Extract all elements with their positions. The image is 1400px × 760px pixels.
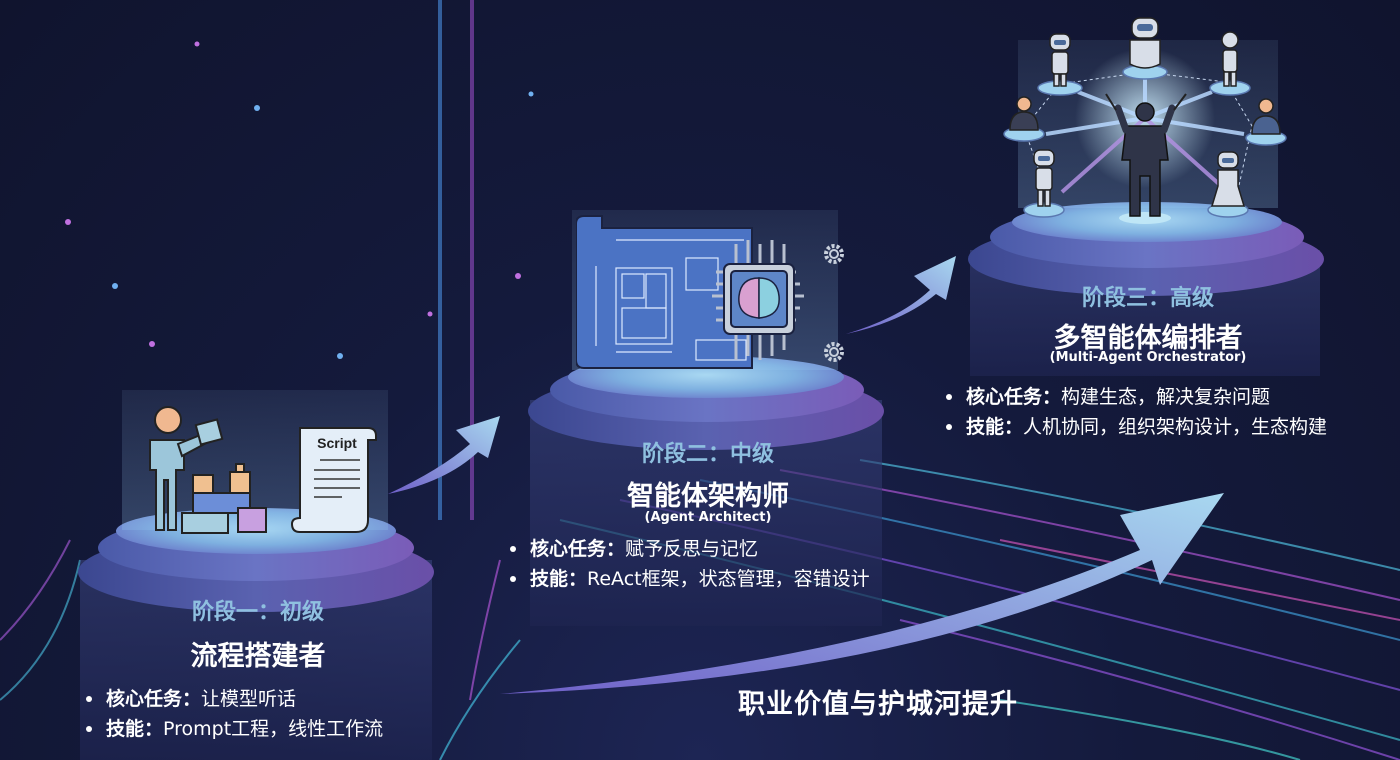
blueprint-ai-chip-illustration — [576, 215, 844, 369]
stage-1-bullets: 核心任务：让模型听话 技能：Prompt工程，线性工作流 — [86, 684, 383, 744]
stage-1-level: 阶段一：初级 — [191, 600, 324, 625]
stage-2: 阶段二：中级 智能体架构师 (Agent Architect) 核心任务：赋予反… — [510, 0, 888, 760]
stage-3-role-english: (Multi-Agent Orchestrator) — [1049, 350, 1247, 365]
stage-1-role: 流程搭建者 — [190, 641, 326, 672]
stage-3-bullet-task: 核心任务：构建生态，解决复杂问题 — [946, 382, 1327, 412]
stage-3-bullets: 核心任务：构建生态，解决复杂问题 技能：人机协同，组织架构设计，生态构建 — [946, 382, 1327, 442]
stage-2-level: 阶段二：中级 — [641, 442, 774, 467]
arrow-stage1-to-2 — [388, 416, 500, 494]
stage-2-role: 智能体架构师 — [627, 481, 789, 512]
stage-2-bullet-task: 核心任务：赋予反思与记忆 — [510, 534, 870, 564]
stage-2-role-english: (Agent Architect) — [644, 510, 772, 525]
stage-1-bullet-task: 核心任务：让模型听话 — [86, 684, 383, 714]
stage-3-role: 多智能体编排者 — [1053, 323, 1243, 354]
stage-1-bullet-skills: 技能：Prompt工程，线性工作流 — [86, 714, 383, 744]
arrow-stage2-to-3 — [846, 256, 956, 334]
stage-3: 阶段三：高级 多智能体编排者 (Multi-Agent Orchestrator… — [946, 0, 1328, 760]
big-growth-arrow — [500, 493, 1224, 694]
stage-3-level: 阶段三：高级 — [1081, 286, 1214, 311]
stage-2-bullets: 核心任务：赋予反思与记忆 技能：ReAct框架，状态管理，容错设计 — [510, 534, 870, 594]
script-label: Script — [317, 435, 357, 451]
stage-2-bullet-skills: 技能：ReAct框架，状态管理，容错设计 — [510, 564, 870, 594]
stage-3-bullet-skills: 技能：人机协同，组织架构设计，生态构建 — [946, 412, 1327, 442]
builder-with-blocks-illustration: Script — [149, 406, 377, 534]
growth-caption: 职业价值与护城河提升 — [738, 689, 1018, 720]
stage-1: Script 阶段一：初级 流程搭建者 核心任务：让模型听话 技能：Prompt… — [78, 0, 438, 760]
multi-agent-orchestration-illustration — [1003, 17, 1287, 224]
